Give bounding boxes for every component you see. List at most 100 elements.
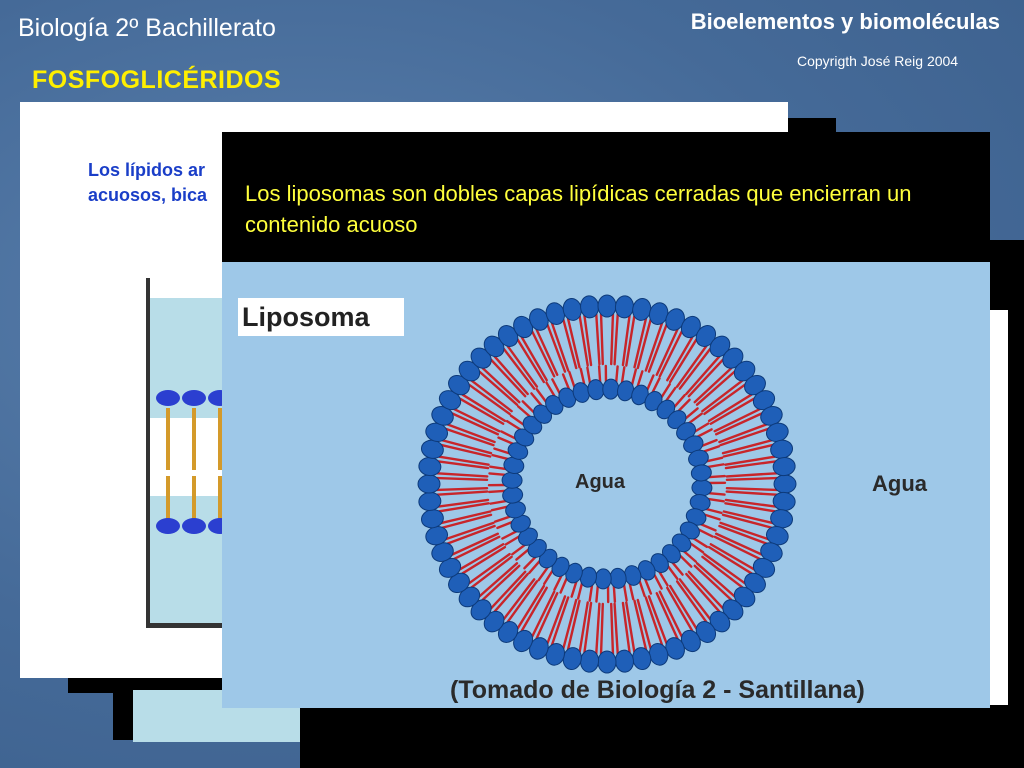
lipid-tail bbox=[722, 443, 774, 458]
shadow-frame bbox=[990, 310, 1008, 705]
bilayer-tail bbox=[192, 408, 196, 470]
lipid-tail bbox=[655, 328, 679, 377]
lipid-tail bbox=[458, 397, 505, 425]
lipid-tail bbox=[693, 564, 733, 602]
lipid-tail bbox=[478, 370, 519, 406]
lipid-tail bbox=[470, 555, 513, 589]
bilayer-water-bottom bbox=[150, 496, 226, 626]
lipid-tail bbox=[687, 570, 725, 610]
lipid-tail bbox=[633, 317, 648, 369]
lipid-tail bbox=[453, 535, 501, 561]
lipid-tail bbox=[481, 366, 521, 404]
lipid-tail bbox=[437, 460, 490, 470]
lipid-tail bbox=[562, 318, 578, 370]
lipid-tail bbox=[579, 367, 586, 387]
lipid-tail bbox=[636, 598, 652, 650]
bilayer-head bbox=[156, 390, 180, 406]
lipid-tail bbox=[470, 379, 513, 413]
lipid-tail bbox=[493, 572, 529, 613]
lipid-tail bbox=[725, 476, 779, 482]
lipid-tail bbox=[625, 315, 636, 367]
lipid-tail bbox=[586, 366, 592, 386]
lipid-tail bbox=[657, 569, 669, 587]
lipid-tail bbox=[725, 486, 779, 492]
lipid-tail bbox=[613, 602, 619, 655]
lipid-tail bbox=[698, 522, 717, 532]
lipid-tail bbox=[678, 578, 712, 621]
bilayer-frame bbox=[150, 623, 226, 628]
lipid-tail bbox=[537, 565, 550, 582]
lipid-tail bbox=[597, 365, 602, 385]
lipid-tail bbox=[724, 502, 776, 513]
lipid-tail bbox=[489, 499, 509, 505]
lipid-tail bbox=[446, 524, 496, 545]
lipid-tail bbox=[612, 583, 617, 603]
lipid-tail bbox=[613, 313, 619, 366]
lipid-tail bbox=[628, 581, 635, 601]
lipid-tail bbox=[645, 374, 655, 393]
lipid-tail bbox=[692, 422, 710, 434]
lipid-tail bbox=[516, 405, 533, 419]
lipid-tail bbox=[488, 472, 508, 477]
lipid-tail bbox=[595, 583, 600, 603]
lipid-tail bbox=[578, 315, 589, 367]
lipid-tail bbox=[620, 366, 626, 386]
lipid-tail bbox=[576, 580, 584, 600]
source-credit: (Tomado de Biología 2 - Santillana) bbox=[450, 676, 865, 704]
lipid-tail bbox=[523, 554, 538, 570]
lipid-tail bbox=[497, 436, 516, 446]
lipid-tail bbox=[675, 580, 708, 624]
bilayer-head bbox=[156, 518, 180, 534]
lipid-tail bbox=[489, 358, 527, 398]
lipid-tail bbox=[566, 317, 581, 369]
bilayer-tail bbox=[218, 408, 222, 470]
lipid-tail bbox=[722, 510, 774, 525]
lipid-tail bbox=[677, 553, 693, 568]
lipid-tail bbox=[633, 599, 648, 651]
bilayer-tail bbox=[192, 476, 196, 524]
lipid-tail bbox=[686, 412, 703, 426]
lipid-tail bbox=[666, 335, 694, 382]
bilayer-tail bbox=[166, 476, 170, 524]
lipid-head bbox=[501, 471, 523, 489]
lipid-head bbox=[417, 474, 441, 494]
lipid-tail bbox=[675, 344, 708, 388]
lipid-tail bbox=[622, 582, 628, 602]
lipid-tail bbox=[490, 505, 510, 512]
lipid-tail bbox=[681, 549, 698, 563]
shadow-frame bbox=[990, 240, 1024, 310]
lipid-tail bbox=[489, 570, 527, 610]
lipid-tail bbox=[695, 562, 736, 598]
lipid-tail bbox=[583, 314, 593, 367]
lipid-tail bbox=[489, 465, 509, 471]
lipid-tail bbox=[599, 602, 605, 656]
lipid-tail bbox=[506, 344, 539, 388]
lipid-tail bbox=[719, 521, 770, 541]
lipid-tail bbox=[636, 318, 652, 370]
lipid-tail bbox=[493, 447, 512, 455]
lipid-tail bbox=[718, 524, 768, 545]
lipid-tail bbox=[595, 313, 601, 366]
lipid-tail bbox=[437, 498, 490, 508]
lipid-tail bbox=[588, 582, 594, 602]
lipid-tail bbox=[496, 520, 515, 530]
lipid-tail bbox=[647, 595, 668, 645]
lipid-tail bbox=[696, 527, 714, 538]
lipid-tail bbox=[502, 347, 536, 390]
lipid-tail bbox=[535, 328, 559, 377]
lipid-tail bbox=[441, 513, 493, 529]
lipid-tail bbox=[451, 532, 500, 556]
lipid-tail bbox=[458, 543, 505, 571]
lipid-tail bbox=[621, 601, 631, 654]
lipid-tail bbox=[687, 358, 725, 398]
lipid-head bbox=[691, 479, 713, 497]
lipid-tail bbox=[583, 601, 593, 654]
lipid-tail bbox=[453, 407, 501, 433]
course-title: Biología 2º Bachillerato bbox=[18, 14, 276, 42]
lipid-tail bbox=[705, 463, 725, 469]
lipid-tail bbox=[704, 456, 724, 463]
lipid-tail bbox=[516, 584, 546, 630]
lipid-tail bbox=[545, 381, 557, 399]
lipid-tail bbox=[559, 575, 569, 594]
lipid-tail bbox=[718, 423, 768, 444]
